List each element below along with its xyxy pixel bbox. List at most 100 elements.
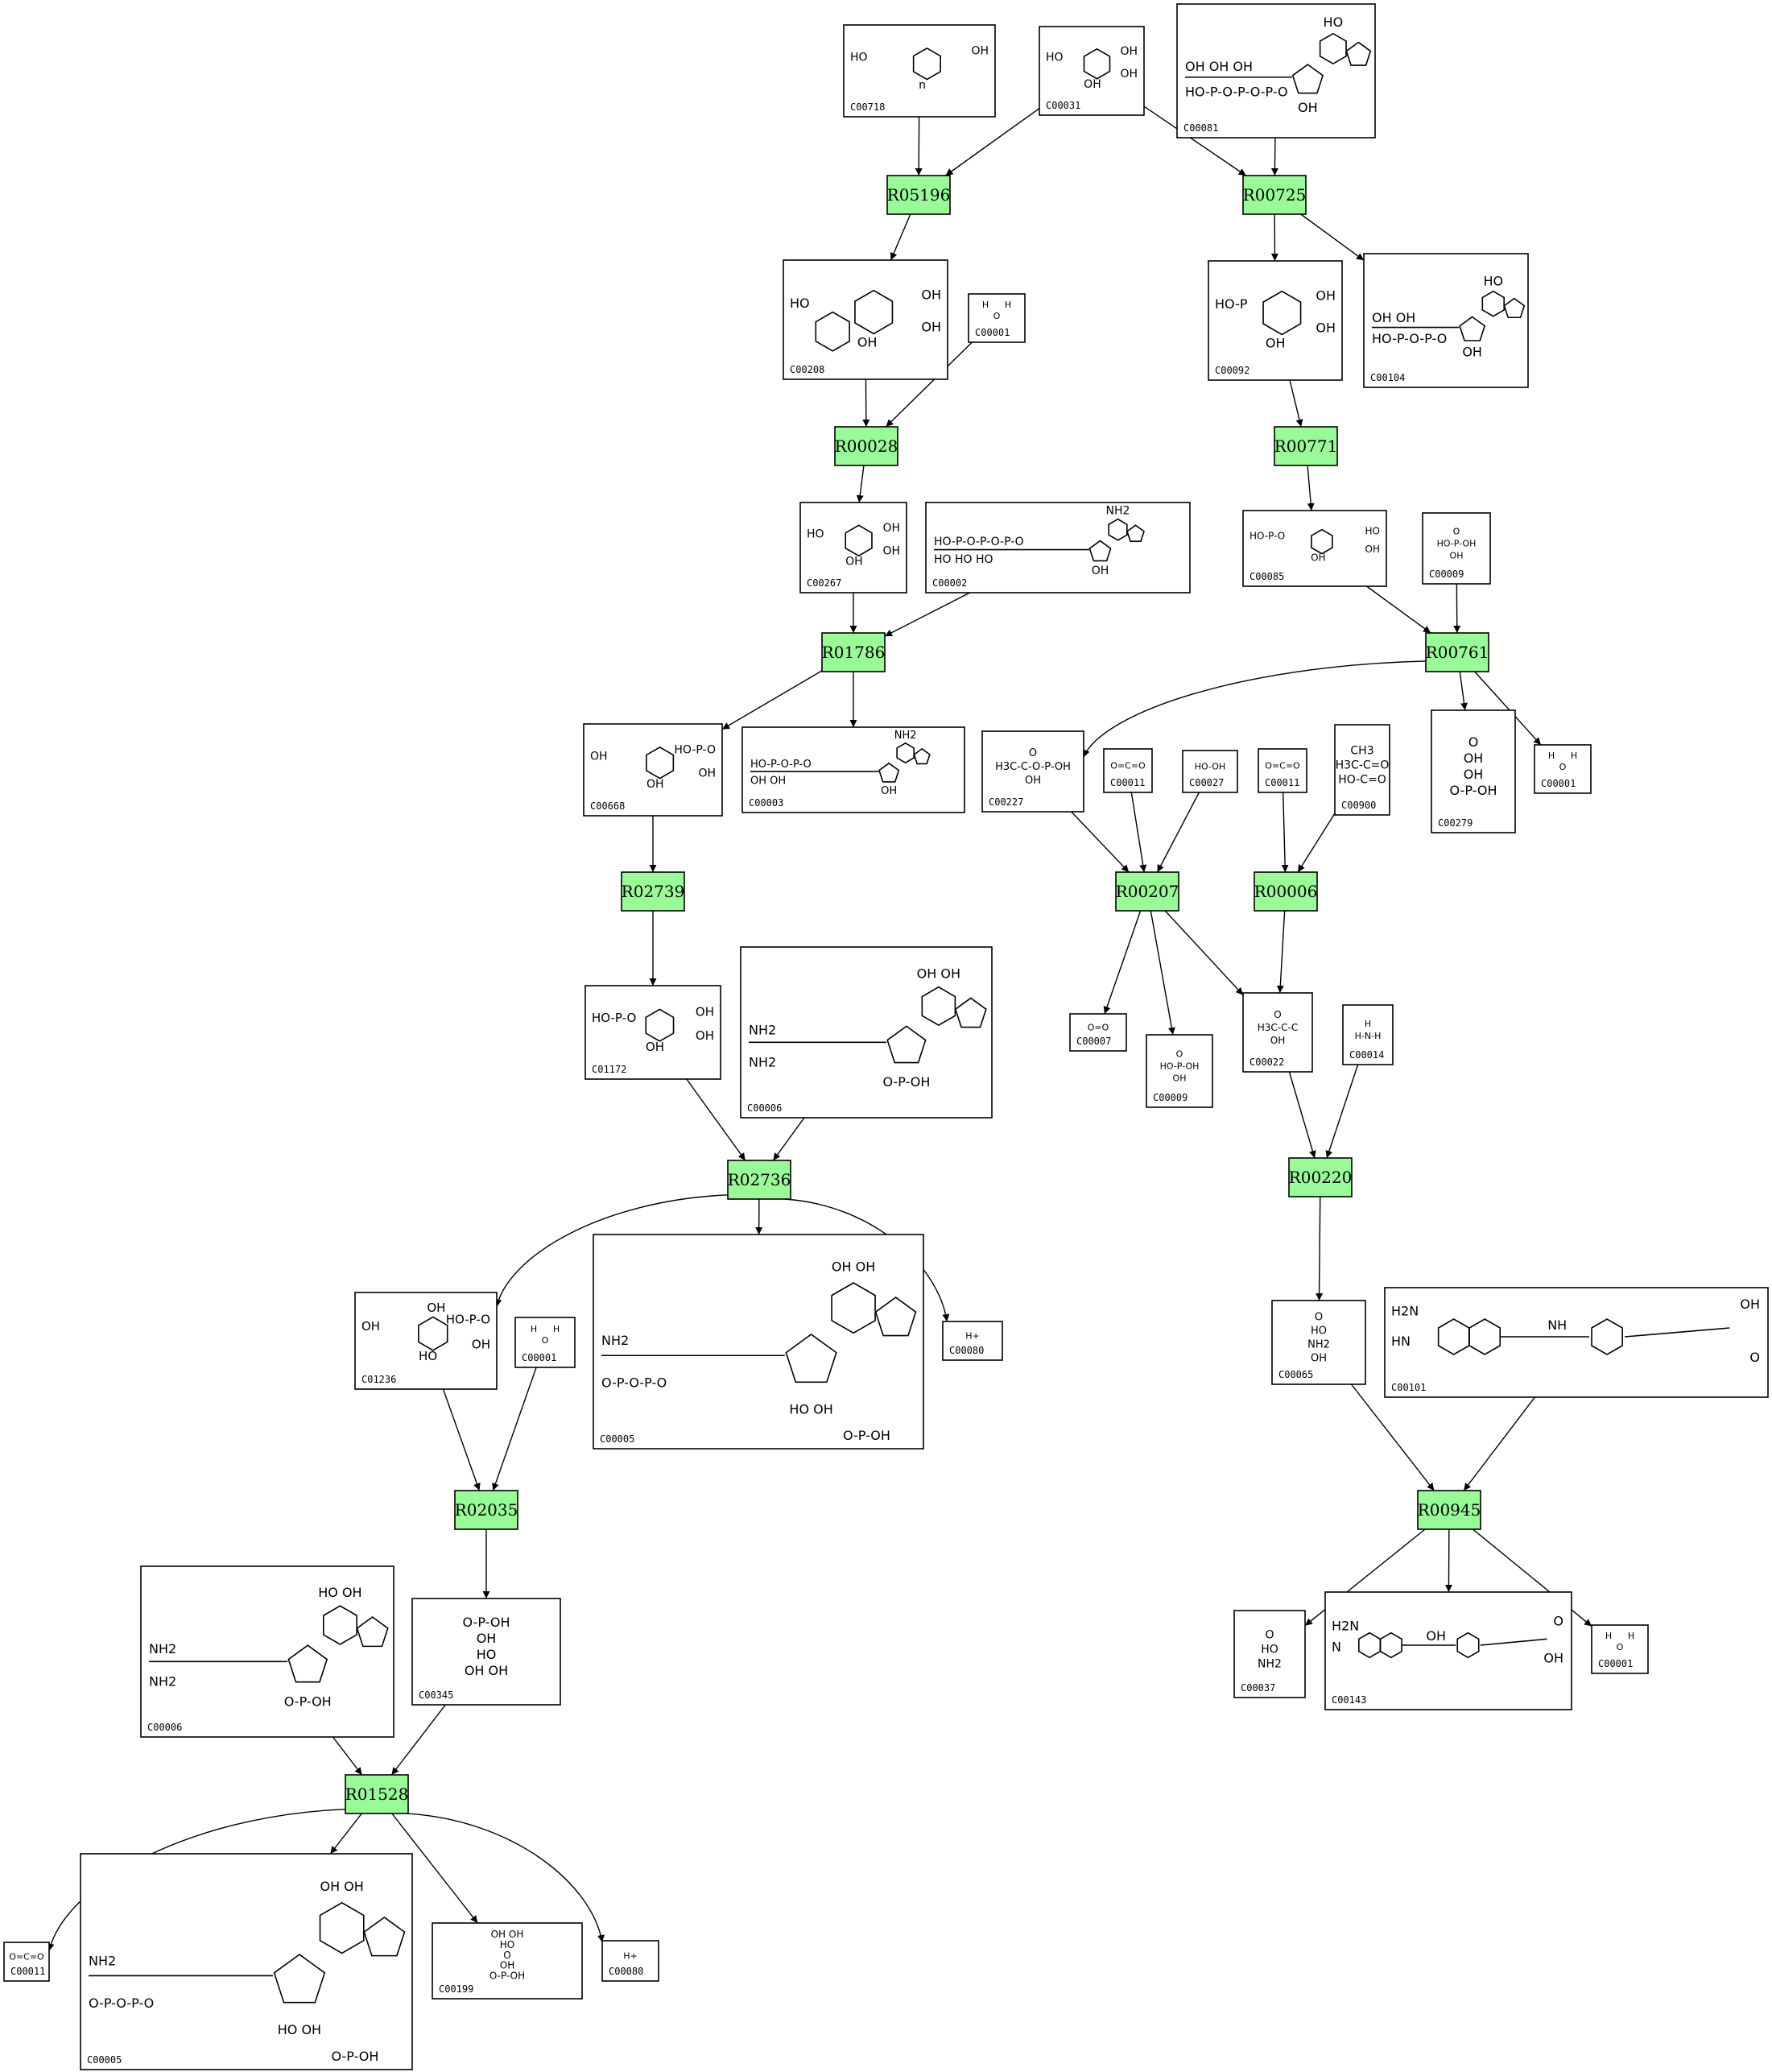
compound-box [3, 1942, 50, 1982]
compound-c00080a[interactable]: H+C00080 [942, 1321, 1003, 1361]
reaction-r00207[interactable]: R00207 [1115, 871, 1179, 912]
reaction-box [886, 175, 951, 215]
structure-atom-label: HO [790, 296, 810, 311]
structure-atom-label: OH [1120, 68, 1138, 81]
reaction-r01786[interactable]: R01786 [821, 632, 886, 672]
structure-atom-label: HO [419, 1349, 437, 1363]
reaction-r00725[interactable]: R00725 [1242, 175, 1307, 215]
reaction-r02739[interactable]: R02739 [621, 871, 685, 912]
structure-atom-label: O [1176, 1049, 1183, 1060]
reaction-box [1254, 871, 1318, 912]
reaction-r00006[interactable]: R00006 [1254, 871, 1318, 912]
base-ring [363, 1916, 406, 1957]
structure-atom-label: HO-P-O [446, 1313, 490, 1327]
sugar-ring [418, 1316, 448, 1351]
compound-c00080b[interactable]: H+C00080 [601, 1940, 659, 1982]
structure-atom-label: HO-P-O [592, 1011, 636, 1025]
structure-atom-label: HO [1483, 273, 1503, 288]
compound-id-label: C00092 [1215, 365, 1249, 376]
benzene-ring [1591, 1318, 1623, 1355]
structure-atom-label: OH [696, 1004, 714, 1019]
structure-atom-label: NH2 [894, 730, 917, 742]
reaction-label: R00761 [1426, 643, 1489, 662]
structure-atom-label: OH [1173, 1073, 1187, 1084]
base-ring [319, 1901, 365, 1954]
structure-atom-label: OH [646, 778, 664, 791]
compound-box [1334, 724, 1390, 816]
structure-atom-label: OH [1464, 767, 1484, 782]
reaction-r00771[interactable]: R00771 [1274, 426, 1338, 466]
edge-r05196-to-c00208 [890, 213, 911, 261]
structure-atom-label: OH [1543, 1650, 1563, 1665]
structure-atom-label: H [1005, 300, 1011, 310]
compound-id-label: C00143 [1332, 1694, 1366, 1706]
reaction-r00220[interactable]: R00220 [1288, 1157, 1353, 1197]
reaction-r00945[interactable]: R00945 [1417, 1490, 1481, 1530]
compound-id-label: C00031 [1046, 100, 1080, 111]
reaction-r00028[interactable]: R00028 [834, 426, 898, 466]
edge-c00006b-to-r01528 [332, 1736, 363, 1776]
reaction-r00761[interactable]: R00761 [1425, 632, 1489, 672]
compound-box [1342, 1004, 1394, 1065]
reaction-r01528[interactable]: R01528 [345, 1774, 409, 1814]
pteridine-ring [1468, 1318, 1501, 1355]
compound-box [740, 946, 993, 1119]
compound-box [1103, 748, 1153, 793]
structure-atom-label: OH [1316, 321, 1336, 336]
structure-atom-label: H+ [965, 1331, 980, 1342]
compound-box [1271, 1300, 1366, 1385]
compound-id-label: C00006 [747, 1102, 782, 1114]
structure-atom-label: OH [1025, 775, 1041, 787]
reaction-r05196[interactable]: R05196 [886, 175, 951, 215]
compound-box [1146, 1034, 1213, 1108]
compound-box [354, 1292, 498, 1390]
compound-box [843, 24, 996, 118]
reaction-r02736[interactable]: R02736 [727, 1160, 791, 1200]
structure-atom-label: HO [1311, 1326, 1327, 1338]
compound-id-label: C00005 [600, 1433, 634, 1445]
reaction-r02035[interactable]: R02035 [454, 1490, 518, 1530]
structure-atom-label: O=C=O [1110, 761, 1146, 771]
reaction-label: R00220 [1289, 1168, 1353, 1187]
